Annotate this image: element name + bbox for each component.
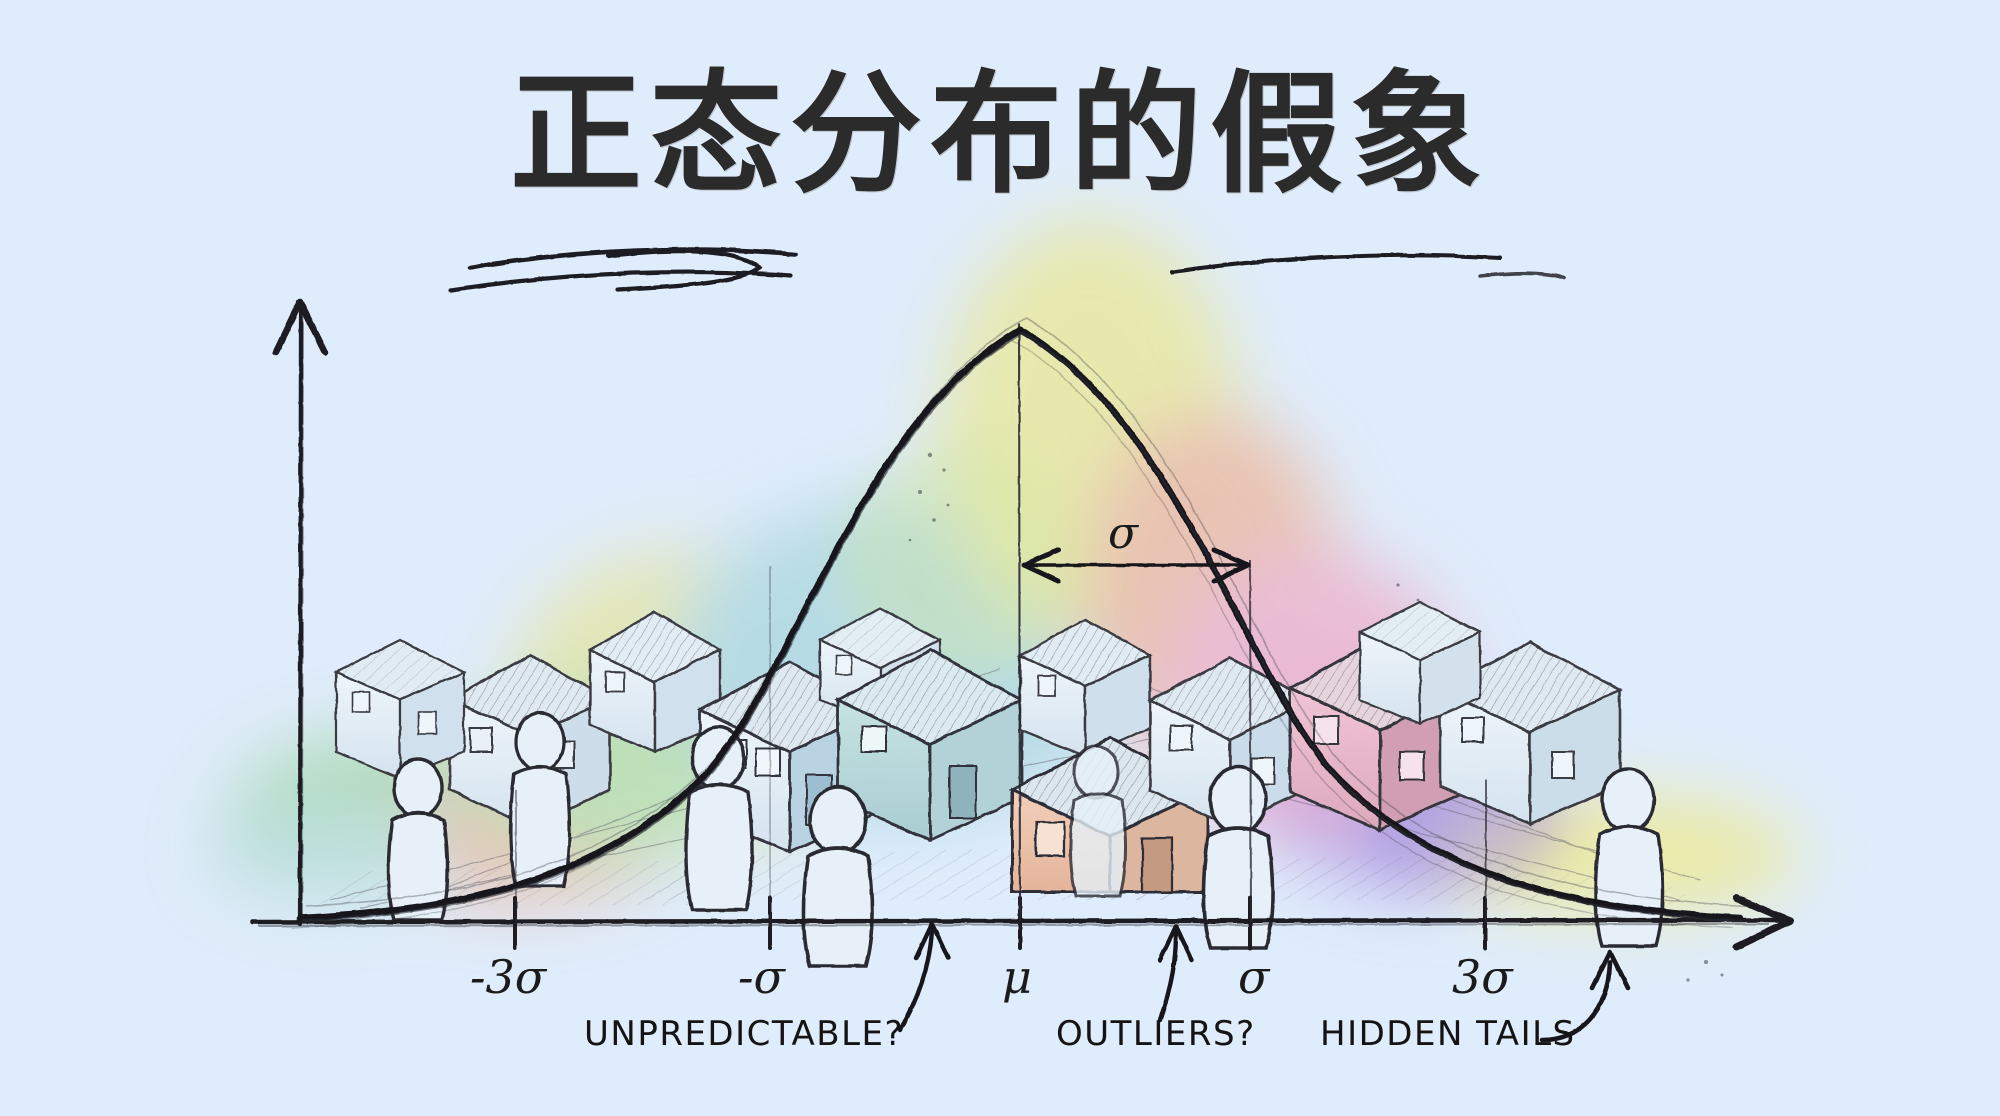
- figure-group: [386, 711, 1665, 968]
- house: [1357, 600, 1483, 726]
- bell-curve-ghost-2: [291, 339, 1733, 929]
- bell-curve-main: [296, 326, 1744, 922]
- bell-curve-ghost-1: [305, 317, 1747, 907]
- person-figure: [1201, 765, 1275, 950]
- title-underline: [447, 247, 1566, 293]
- house-group-right: [1286, 600, 1623, 833]
- arrow-hidden-tails: [1539, 949, 1631, 1043]
- reference-lines: [515, 323, 1487, 923]
- mu-vertical-line: [1017, 323, 1022, 923]
- y-axis-arrow: [272, 298, 329, 927]
- person-figure: [801, 785, 875, 968]
- sigma-vertical-line: [1249, 559, 1252, 923]
- annotation-arrows: [897, 921, 1631, 1043]
- house: [1147, 656, 1313, 829]
- person-figure: [508, 711, 572, 888]
- x-axis-arrow: [249, 894, 1794, 951]
- house: [333, 638, 467, 780]
- person-figure: [1068, 744, 1128, 898]
- bell-curve-overstroke: [301, 331, 1743, 923]
- bell-curve: [291, 317, 1747, 929]
- arrow-unpredictable: [897, 921, 951, 1033]
- pencil-specks: [908, 452, 1724, 982]
- house: [1017, 618, 1153, 758]
- house: [1437, 640, 1623, 826]
- arrow-outliers: [1157, 923, 1195, 1023]
- sigma-span-arrow: [1021, 547, 1251, 584]
